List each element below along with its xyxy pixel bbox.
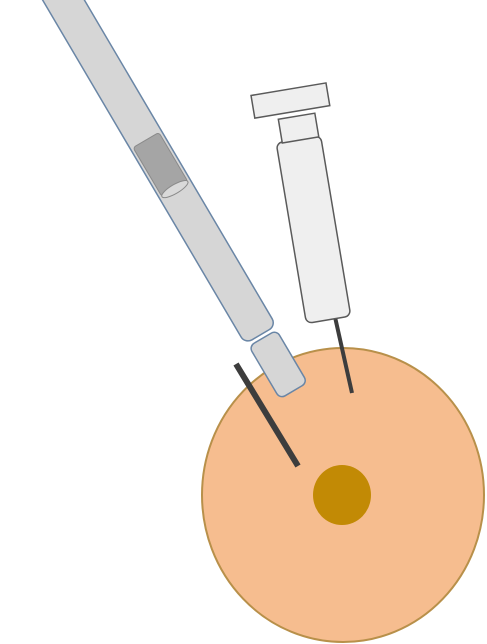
syringe-neck — [278, 113, 318, 143]
thermometer-probe — [37, 0, 309, 400]
syringe-plunger-cap — [251, 83, 330, 118]
syringe-barrel — [276, 136, 351, 324]
syringe — [251, 83, 365, 326]
target-spot — [313, 465, 371, 525]
